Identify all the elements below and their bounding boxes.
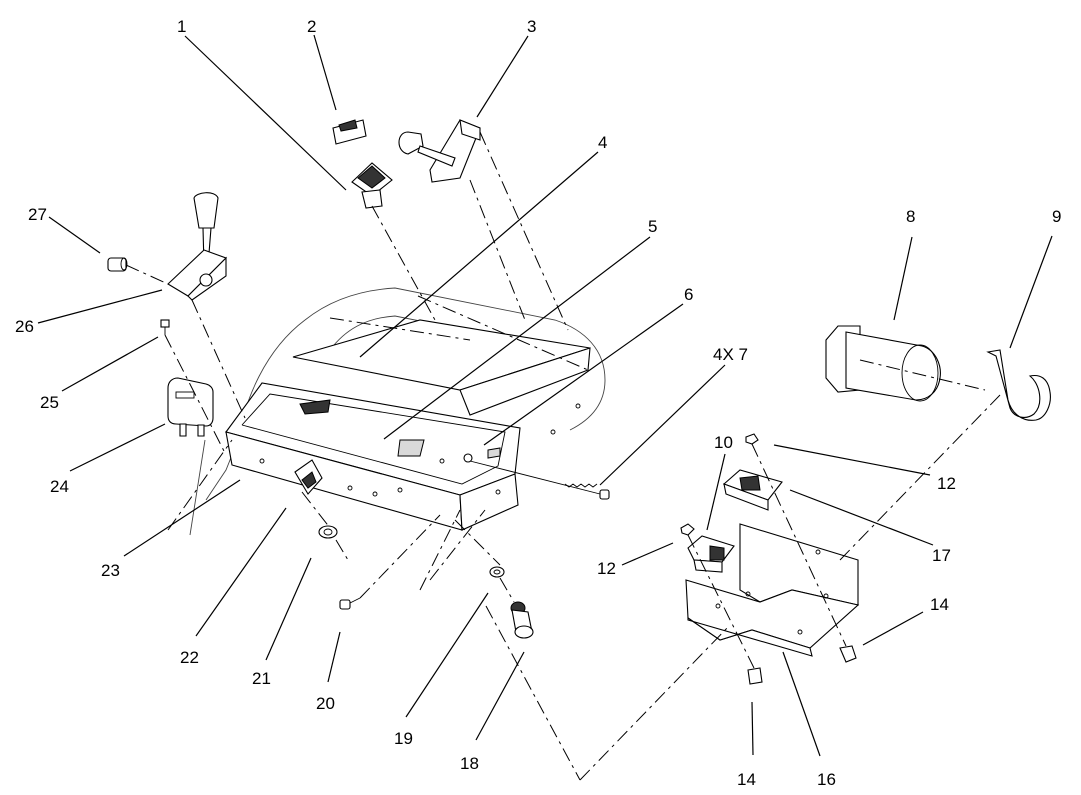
- callout-12-right: 12: [937, 474, 956, 493]
- callout-7: 4X 7: [713, 345, 748, 364]
- switch-cap-part-2: [332, 119, 367, 145]
- screw-part-14-bottom: [747, 667, 763, 685]
- screw-part-14-right: [839, 645, 857, 663]
- callout-21: 21: [252, 669, 271, 688]
- rocker-switch-part-1: [351, 162, 393, 209]
- callout-22: 22: [180, 648, 199, 667]
- callout-14-right: 14: [930, 595, 949, 614]
- lever-bracket-part-3: [398, 119, 481, 183]
- bolt-part-20: [339, 597, 361, 610]
- callout-24: 24: [50, 477, 69, 496]
- leader-lines: [37, 34, 1053, 757]
- callout-9: 9: [1052, 207, 1061, 226]
- callout-5: 5: [648, 217, 657, 236]
- callout-1: 1: [177, 17, 186, 36]
- callout-6: 6: [684, 285, 693, 304]
- callout-17: 17: [932, 546, 951, 565]
- nut-part-21: [318, 525, 338, 539]
- washer-part-19: [489, 566, 505, 578]
- callout-3: 3: [527, 17, 536, 36]
- callout-18: 18: [460, 754, 479, 773]
- ignition-switch-part-18: [510, 601, 534, 639]
- callout-27: 27: [28, 205, 47, 224]
- callout-8: 8: [906, 207, 915, 226]
- bolt-part-7: [469, 460, 610, 500]
- regulator-part-17: [722, 469, 783, 511]
- callout-20: 20: [316, 694, 335, 713]
- outlet-part-10: [687, 535, 735, 573]
- relay-part-24: [167, 377, 214, 437]
- key-switch-part-22: [294, 459, 323, 495]
- callout-26: 26: [15, 317, 34, 336]
- throttle-lever-part-26: [167, 192, 227, 301]
- console-cover-plate: [292, 319, 591, 416]
- callout-2: 2: [307, 17, 316, 36]
- motor-part-8: [825, 325, 941, 402]
- mounting-bracket-part-16: [685, 523, 860, 657]
- clamp-part-9: [986, 349, 1051, 421]
- console-panel-box: [225, 382, 581, 531]
- nut-part-12-left: [680, 523, 695, 536]
- callout-10: 10: [714, 433, 733, 452]
- callout-14-bottom: 14: [737, 770, 756, 789]
- screw-part-25: [160, 319, 170, 335]
- nut-part-12-top: [745, 433, 759, 445]
- assembly-center-lines: [125, 131, 1001, 781]
- callout-25: 25: [40, 393, 59, 412]
- callout-labels: 1 2 3 4 5 6 4X 7 8 9 10 12 17 12 14 14 1…: [15, 17, 1061, 789]
- callout-12-left: 12: [597, 559, 616, 578]
- knob-part-27: [107, 257, 128, 272]
- callout-4: 4: [598, 133, 607, 152]
- callout-23: 23: [101, 561, 120, 580]
- callout-16: 16: [817, 770, 836, 789]
- callout-19: 19: [394, 729, 413, 748]
